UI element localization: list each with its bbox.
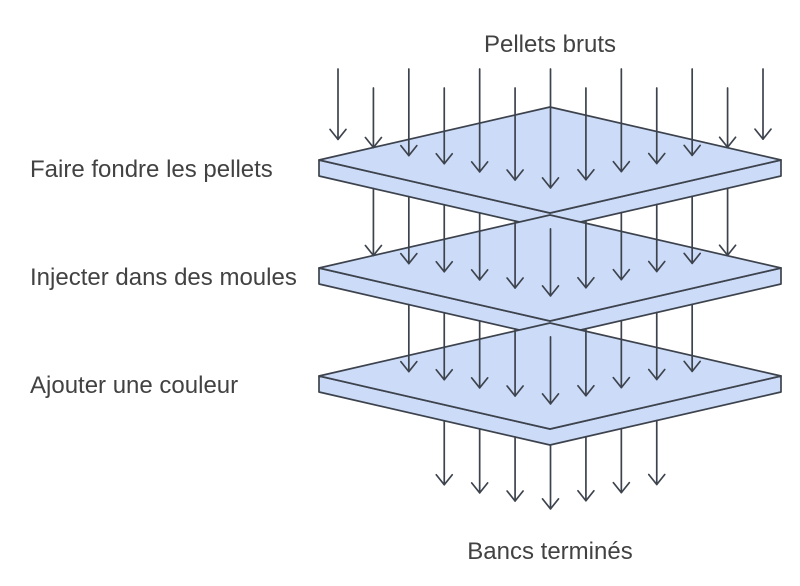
arrowhead-chevron xyxy=(470,377,489,389)
arrowhead-chevron xyxy=(754,128,772,140)
flow-arrow xyxy=(647,87,666,165)
arrowhead-chevron xyxy=(718,244,737,257)
arrowhead-chevron xyxy=(541,393,560,405)
arrowhead-chevron xyxy=(612,160,631,173)
flow-arrow xyxy=(577,219,595,289)
flow-arrow xyxy=(612,68,631,173)
arrowhead-chevron xyxy=(647,368,666,381)
flow-arrow xyxy=(506,328,524,397)
flow-arrow xyxy=(683,303,702,373)
arrowhead-chevron xyxy=(470,482,489,494)
arrowhead-chevron xyxy=(683,360,702,373)
arrowhead-chevron xyxy=(470,269,489,281)
flow-arrow xyxy=(435,419,454,486)
arrowhead-chevron xyxy=(577,384,595,397)
arrowhead-chevron xyxy=(435,260,454,273)
flow-arrow xyxy=(329,68,347,141)
flow-arrow xyxy=(541,336,560,405)
arrowhead-chevron xyxy=(541,498,560,510)
arrowhead-chevron xyxy=(506,490,524,502)
flow-arrow xyxy=(577,87,595,181)
flow-arrow xyxy=(612,211,631,281)
flow-arrow xyxy=(541,68,560,189)
flow-arrow xyxy=(541,444,560,510)
flow-arrow xyxy=(612,427,631,494)
flow-arrow xyxy=(647,203,666,273)
flow-arrow xyxy=(399,68,418,157)
flow-arrow xyxy=(399,195,418,265)
arrowhead-chevron xyxy=(612,376,631,389)
arrowhead-chevron xyxy=(435,368,454,381)
flow-arrow xyxy=(754,68,772,140)
flow-arrow xyxy=(470,212,489,281)
arrowhead-chevron xyxy=(435,473,454,486)
flow-arrow xyxy=(647,419,666,486)
flow-arrow xyxy=(506,436,524,502)
arrowhead-chevron xyxy=(399,360,418,373)
flow-arrow xyxy=(718,187,737,257)
flow-arrow xyxy=(364,87,383,149)
step-label-inject: Injecter dans des moules xyxy=(30,264,297,291)
arrowhead-chevron xyxy=(647,152,666,165)
arrowhead-chevron xyxy=(647,473,666,486)
input-label: Pellets bruts xyxy=(484,31,616,58)
flow-arrow xyxy=(506,87,524,181)
arrowhead-chevron xyxy=(612,268,631,281)
arrowhead-chevron xyxy=(683,252,702,265)
arrowhead-chevron xyxy=(435,152,454,165)
flow-arrow xyxy=(364,187,383,257)
arrowhead-chevron xyxy=(577,489,595,502)
arrowhead-chevron xyxy=(718,136,737,149)
step-label-melt: Faire fondre les pellets xyxy=(30,156,273,183)
arrowhead-chevron xyxy=(577,168,595,181)
flow-arrow xyxy=(470,68,489,173)
flow-arrow xyxy=(470,320,489,389)
flow-arrow xyxy=(435,87,454,165)
flow-arrow xyxy=(577,435,595,502)
step-label-color: Ajouter une couleur xyxy=(30,372,238,399)
flow-arrow xyxy=(506,220,524,289)
arrowhead-chevron xyxy=(364,136,383,149)
arrowhead-chevron xyxy=(612,481,631,494)
flow-arrow xyxy=(577,327,595,397)
flow-arrow xyxy=(435,311,454,381)
arrowhead-chevron xyxy=(506,277,524,289)
flow-arrow xyxy=(683,68,702,157)
arrowhead-chevron xyxy=(329,128,347,141)
arrowhead-chevron xyxy=(470,161,489,173)
arrowhead-chevron xyxy=(506,169,524,181)
flow-arrow xyxy=(612,319,631,389)
flow-arrow xyxy=(435,203,454,273)
flow-arrow xyxy=(683,195,702,265)
arrowhead-chevron xyxy=(577,276,595,289)
flow-arrow xyxy=(541,228,560,297)
arrowhead-chevron xyxy=(399,144,418,157)
flow-arrow xyxy=(647,311,666,381)
arrowhead-chevron xyxy=(541,285,560,297)
flow-arrow xyxy=(718,87,737,149)
flow-arrow xyxy=(470,428,489,494)
arrowhead-chevron xyxy=(647,260,666,273)
arrowhead-chevron xyxy=(364,244,383,257)
arrowhead-chevron xyxy=(399,252,418,265)
flow-arrow xyxy=(399,303,418,373)
arrowhead-chevron xyxy=(683,144,702,157)
arrowhead-chevron xyxy=(541,177,560,189)
arrows-layer xyxy=(329,68,772,510)
output-label: Bancs terminés xyxy=(467,538,632,565)
arrowhead-chevron xyxy=(506,385,524,397)
